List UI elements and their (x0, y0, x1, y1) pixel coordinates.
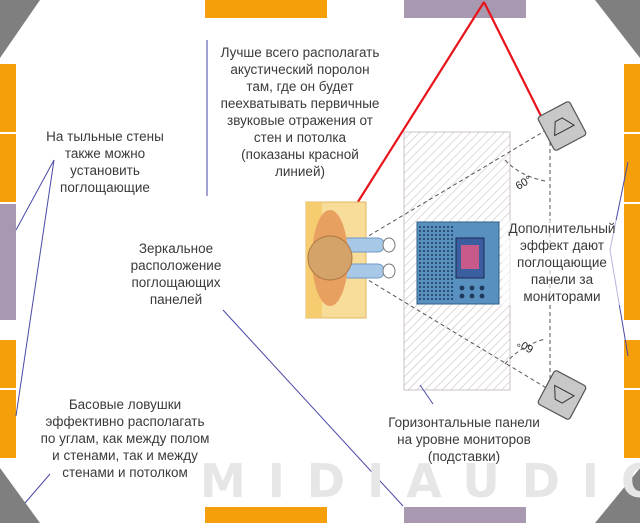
watermark: MIDIAUDIO.R (200, 454, 640, 508)
left-ceiling-panel (0, 204, 16, 320)
console-knob (469, 285, 475, 291)
dashed-line-upper-speaker (344, 125, 554, 251)
annotation-line-bass (24, 473, 51, 504)
label-bass-traps: Басовые ловушки эффективно располагать п… (40, 397, 210, 480)
top-wall-panel-left (205, 0, 327, 18)
left-wall-panel-3 (0, 340, 16, 388)
left-wall-panel-1 (0, 64, 16, 132)
reflection-line-speaker-to-ceiling (483, 1, 542, 117)
label-horizontal-panels: Горизонтальные панели на уровне мониторо… (388, 415, 540, 464)
label-reflections: Лучше всего располагать акустический пор… (220, 45, 380, 179)
reflection-line-ceiling-to-listener (341, 1, 485, 228)
left-wall-panel-4 (0, 390, 16, 458)
angle-arc-lower (504, 338, 546, 365)
bass-trap-top-right (595, 0, 640, 58)
annotation-line-mirror (222, 309, 404, 507)
annotation-line-horizontal (419, 384, 434, 405)
dashed-line-lower-speaker (344, 265, 554, 393)
right-wall-panel-4 (624, 340, 640, 388)
console-screen-inner (461, 245, 479, 269)
speaker-upper-body (537, 101, 587, 151)
person (307, 210, 396, 306)
bass-trap-bottom-left (0, 468, 40, 523)
label-mirror: Зеркальное расположение поглощающих пане… (130, 241, 222, 307)
left-wall-panel-2 (0, 134, 16, 202)
console-knob (479, 293, 485, 299)
console-faders (419, 226, 485, 300)
listening-triangle (344, 125, 554, 393)
annotation-line-rear-2 (15, 159, 55, 417)
console-knob (459, 293, 465, 299)
label-rear-walls: На тыльные стены также можно установить … (46, 129, 164, 195)
right-wall-panel-2 (624, 134, 640, 202)
reflection-path (341, 1, 542, 228)
label-behind-monitors: Дополнительный эффект дают поглощающие п… (502, 220, 622, 305)
speaker-upper-cone (554, 117, 576, 137)
person-foot-upper (382, 237, 396, 253)
speaker-lower-cone (554, 384, 576, 404)
annotation-lines (15, 40, 629, 507)
bass-trap-top-left (0, 0, 40, 58)
annotation-line-rear-1 (15, 159, 55, 231)
bass-trap-bottom-right (595, 468, 640, 523)
speaker-lower (537, 370, 587, 420)
right-wall-panel-3 (624, 204, 640, 320)
mixing-console (416, 221, 500, 305)
person-foot-lower (382, 263, 396, 279)
ceiling-panel-bottom (404, 507, 526, 523)
right-wall-panel-1 (624, 64, 640, 132)
bottom-wall-panel-left (205, 507, 327, 523)
right-wall-panel-5 (624, 390, 640, 458)
console-knob (459, 285, 465, 291)
speaker-lower-body (537, 370, 587, 420)
speaker-upper (537, 101, 587, 151)
console-knob (479, 285, 485, 291)
angle-arc-upper (504, 159, 546, 182)
console-knob (469, 293, 475, 299)
person-head (307, 235, 353, 281)
ceiling-panel-top (404, 0, 526, 18)
angle-label-lower: 60° (515, 336, 535, 355)
